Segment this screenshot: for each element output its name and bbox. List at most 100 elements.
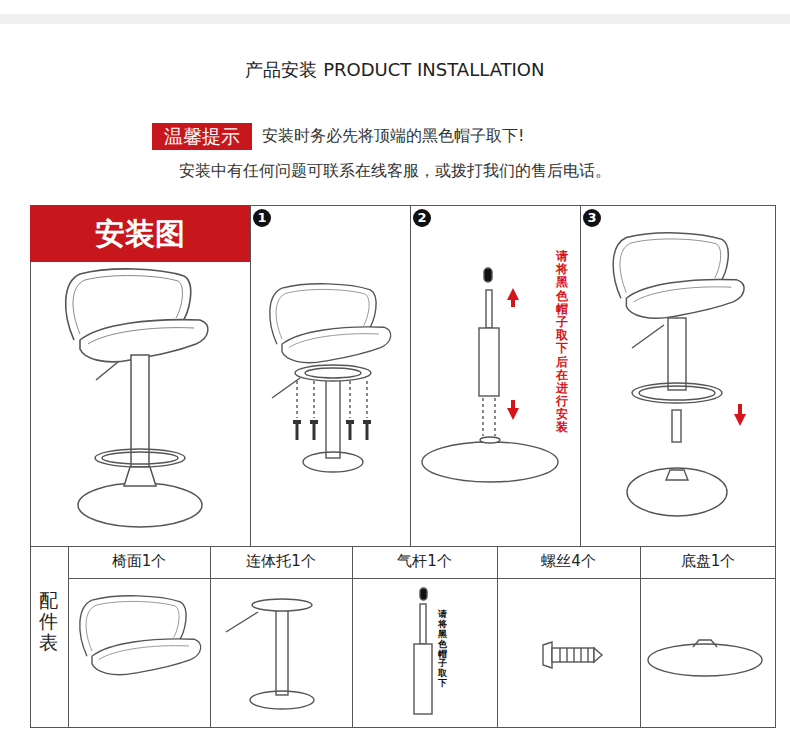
step3-drawing — [734, 414, 746, 426]
step1-drawing — [349, 381, 350, 418]
callout-number: 2 — [413, 209, 431, 227]
step2-drawing — [494, 398, 495, 436]
step1-drawing — [366, 424, 369, 440]
assembled-stool — [124, 467, 156, 486]
assembled-stool — [96, 362, 118, 380]
step2-drawing — [486, 290, 492, 328]
parts-drawings — [80, 588, 762, 714]
assembled-stool — [78, 483, 202, 527]
table-grid — [250, 205, 251, 546]
step1-drawing — [303, 452, 363, 472]
table-cell: 椅面1个 — [68, 552, 210, 571]
table-grid — [640, 546, 641, 728]
step3-drawing — [632, 383, 722, 403]
step3-drawing — [668, 318, 686, 390]
table-grid — [30, 546, 776, 547]
step1-drawing — [293, 420, 371, 440]
node-text: 安装图 — [30, 205, 250, 262]
step1-drawing — [349, 424, 352, 440]
step2-drawing — [484, 268, 492, 282]
step3-drawing — [613, 233, 746, 516]
step1-drawing — [313, 381, 314, 418]
step1-drawing — [270, 284, 391, 363]
parts-drawings — [560, 648, 588, 662]
table-cell: 螺丝4个 — [497, 552, 640, 571]
table-grid — [410, 205, 411, 546]
parts-drawings — [420, 604, 426, 644]
parts-drawings — [594, 648, 602, 662]
table-grid — [31, 206, 776, 728]
top-bar — [0, 14, 790, 24]
step2-drawing — [507, 288, 519, 420]
step3-drawing — [632, 325, 664, 348]
step3-drawing — [734, 404, 746, 426]
step2-drawing — [422, 442, 558, 482]
step1-drawing — [295, 365, 371, 381]
table-grid — [30, 205, 776, 728]
step2-drawing — [507, 288, 519, 300]
step1-drawing — [326, 378, 340, 458]
step1-drawing — [310, 420, 318, 424]
step2-drawing — [480, 437, 500, 443]
step3-drawing — [639, 386, 715, 400]
step3-drawing — [666, 470, 688, 480]
step2-drawing — [507, 408, 519, 420]
table-grid — [497, 546, 498, 728]
step3-drawing — [613, 233, 744, 318]
assembled-stool — [66, 269, 208, 527]
parts-drawings — [420, 588, 427, 600]
parts-drawings — [587, 648, 588, 662]
step1-drawing — [363, 420, 371, 424]
page-title: 产品安装 PRODUCT INSTALLATION — [0, 58, 790, 82]
parts-drawings — [226, 612, 258, 632]
table-cell: 连体托1个 — [210, 552, 352, 571]
step1-drawing — [366, 381, 367, 418]
assembled-stool — [102, 452, 178, 464]
step2-drawing — [511, 400, 515, 408]
callout-number: 3 — [583, 209, 601, 227]
assembled-stool — [131, 355, 149, 467]
parts-drawings — [276, 610, 288, 695]
tip-badge: 温馨提示 — [152, 123, 252, 150]
step3-drawing — [627, 468, 727, 516]
assembled-stool — [66, 269, 208, 362]
parts-drawings — [80, 596, 201, 675]
step2-drawing — [479, 328, 499, 396]
table-grid — [68, 578, 776, 579]
tip-note: 安装时务必先将顶端的黑色帽子取下! — [262, 126, 524, 147]
step2-drawing — [422, 268, 558, 482]
assembled-stool — [95, 449, 185, 467]
parts-drawings — [414, 644, 432, 714]
step1-drawing — [272, 378, 300, 398]
cap-note: 请将黑色帽子取下后在进行安装 — [556, 250, 568, 435]
table-grid — [68, 546, 69, 728]
step2-drawing — [511, 300, 515, 307]
node-text: 温馨提示 — [164, 124, 240, 149]
table-grid — [210, 546, 211, 728]
table-grid — [352, 546, 353, 728]
parts-drawings — [252, 599, 312, 611]
parts-drawings — [693, 640, 717, 647]
table-cell: 气杆1个 — [352, 552, 497, 571]
parts-drawings — [559, 648, 560, 662]
parts-drawings — [573, 648, 574, 662]
parts-drawings — [250, 691, 314, 709]
step1-drawing — [296, 424, 299, 440]
step1-drawing — [346, 420, 354, 424]
step1-drawing — [305, 368, 361, 378]
step2-drawing — [482, 398, 483, 436]
table-grid — [580, 205, 581, 546]
top-bar — [0, 14, 790, 24]
table-cell: 底盘1个 — [640, 552, 776, 571]
banner-box: 安装图 — [30, 205, 250, 262]
callout-number: 1 — [253, 209, 271, 227]
step1-drawing — [313, 424, 316, 440]
parts-drawings — [648, 644, 762, 676]
step1-drawing — [296, 381, 297, 418]
cap-note: 请将黑色帽子取下 — [438, 610, 447, 689]
parts-drawings — [580, 648, 581, 662]
parts-drawings — [543, 642, 552, 668]
step1-drawing — [293, 420, 301, 424]
